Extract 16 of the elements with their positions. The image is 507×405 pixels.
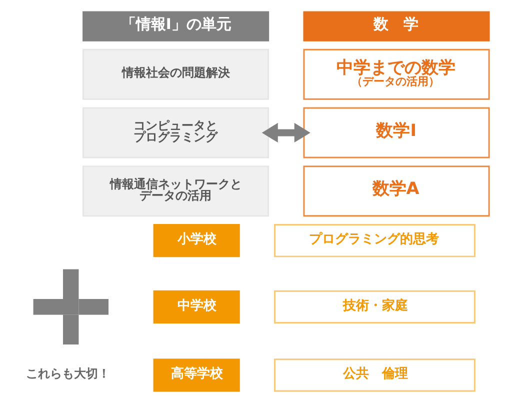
- node-box: 情報通信ネットワークとデータの活用: [82, 166, 270, 217]
- node-box: プログラミング的思考: [274, 224, 476, 258]
- node-box: 中学校: [153, 290, 240, 324]
- node-box: 公共 倫理: [274, 358, 476, 392]
- arrow: [262, 122, 310, 143]
- node-box: 技術・家庭: [274, 290, 476, 324]
- node-box: 小学校: [153, 224, 240, 258]
- node-box: 数学Ⅰ: [303, 107, 490, 158]
- node-box: 数学A: [303, 166, 490, 217]
- node-box: 数 学: [303, 11, 490, 42]
- label: これらも大切！: [26, 366, 110, 380]
- node-box: 情報社会の問題解決: [82, 48, 270, 100]
- node-box: 高等学校: [153, 358, 240, 392]
- node-box: 中学までの数学 （データの活用）: [303, 48, 490, 100]
- node-box: 「情報Ⅰ」の単元: [82, 11, 270, 42]
- node-box: コンピュータとプログラミング: [82, 107, 270, 158]
